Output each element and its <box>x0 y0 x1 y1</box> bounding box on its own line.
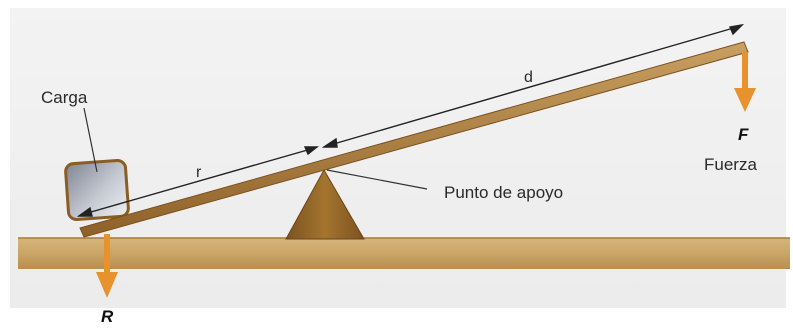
arm-d-label: d <box>524 69 533 86</box>
load-leader-line <box>83 107 98 173</box>
fulcrum-triangle <box>285 168 365 240</box>
resistance-arrow-icon <box>96 234 118 298</box>
load-box <box>64 159 130 221</box>
dimension-d <box>321 23 745 148</box>
fulcrum-leader-line <box>326 169 428 190</box>
force-label: Fuerza <box>704 155 757 174</box>
resistance-symbol: R <box>101 307 114 326</box>
fulcrum-label: Punto de apoyo <box>444 183 563 202</box>
force-arrow-icon <box>734 52 756 112</box>
ground <box>18 238 790 269</box>
force-symbol: F <box>738 125 749 144</box>
dimension-r <box>76 146 320 217</box>
arm-r-label: r <box>196 164 202 181</box>
load-label: Carga <box>41 88 88 107</box>
